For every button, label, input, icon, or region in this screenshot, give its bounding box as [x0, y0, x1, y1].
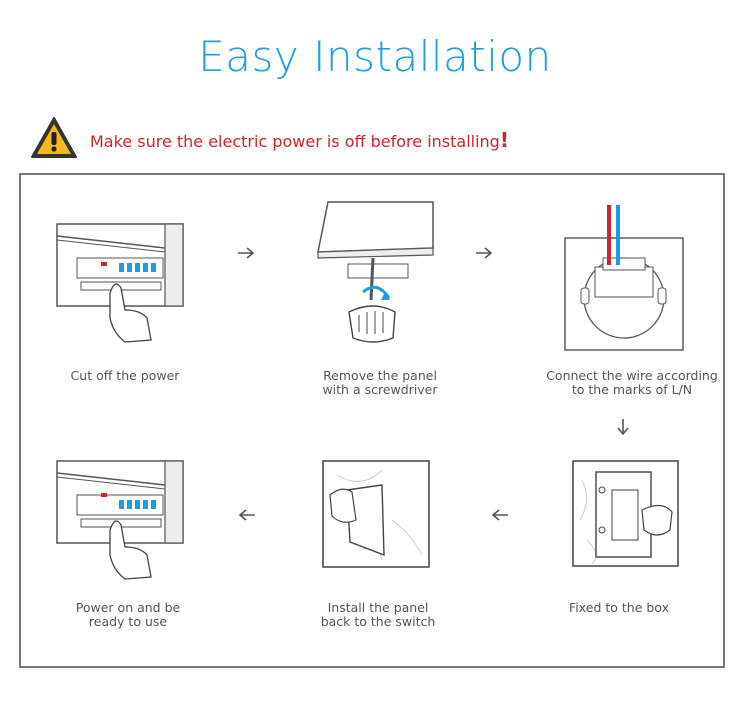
step-5-caption: Install the panel back to the switch: [278, 601, 478, 629]
arrow-right-icon: [476, 247, 493, 259]
wiring-back-icon: [564, 205, 684, 351]
step-4-caption: Fixed to the box: [519, 601, 719, 615]
step-3-line1: Connect the wire according: [546, 368, 718, 383]
step-4-line1: Fixed to the box: [569, 600, 669, 615]
arrow-left-icon: [238, 509, 255, 521]
step-6-line2: ready to use: [88, 614, 168, 629]
panel-install-icon: [322, 460, 430, 568]
warning-text: Make sure the electric power is off befo…: [90, 128, 509, 152]
page-title: Easy Installation: [198, 32, 552, 81]
warning-message: Make sure the electric power is off befo…: [90, 132, 500, 151]
step-5-line1: Install the panel: [327, 600, 429, 615]
breaker-hand-off-icon: [56, 223, 184, 343]
arrow-down-icon: [617, 419, 629, 436]
breaker-hand-on-icon: [56, 460, 184, 580]
step-6-line1: Power on and be: [75, 600, 181, 615]
box-mount-icon: [572, 460, 679, 567]
warning-exclamation: !: [499, 128, 509, 152]
step-3-caption: Connect the wire according to the marks …: [522, 369, 742, 397]
step-2-line2: with a screwdriver: [322, 382, 438, 397]
step-1-line1: Cut off the power: [70, 368, 180, 383]
panel-screwdriver-icon: [317, 201, 434, 343]
step-6-caption: Power on and be ready to use: [28, 601, 228, 629]
step-2-line1: Remove the panel: [323, 368, 437, 383]
step-1-caption: Cut off the power: [25, 369, 225, 383]
step-5-line2: back to the switch: [320, 614, 436, 629]
warning-triangle-icon: [31, 117, 77, 158]
arrow-right-icon: [238, 247, 255, 259]
arrow-left-icon: [491, 509, 508, 521]
steps-frame: [19, 173, 725, 668]
step-3-line2: to the marks of L/N: [571, 382, 693, 397]
step-2-caption: Remove the panel with a screwdriver: [280, 369, 480, 397]
